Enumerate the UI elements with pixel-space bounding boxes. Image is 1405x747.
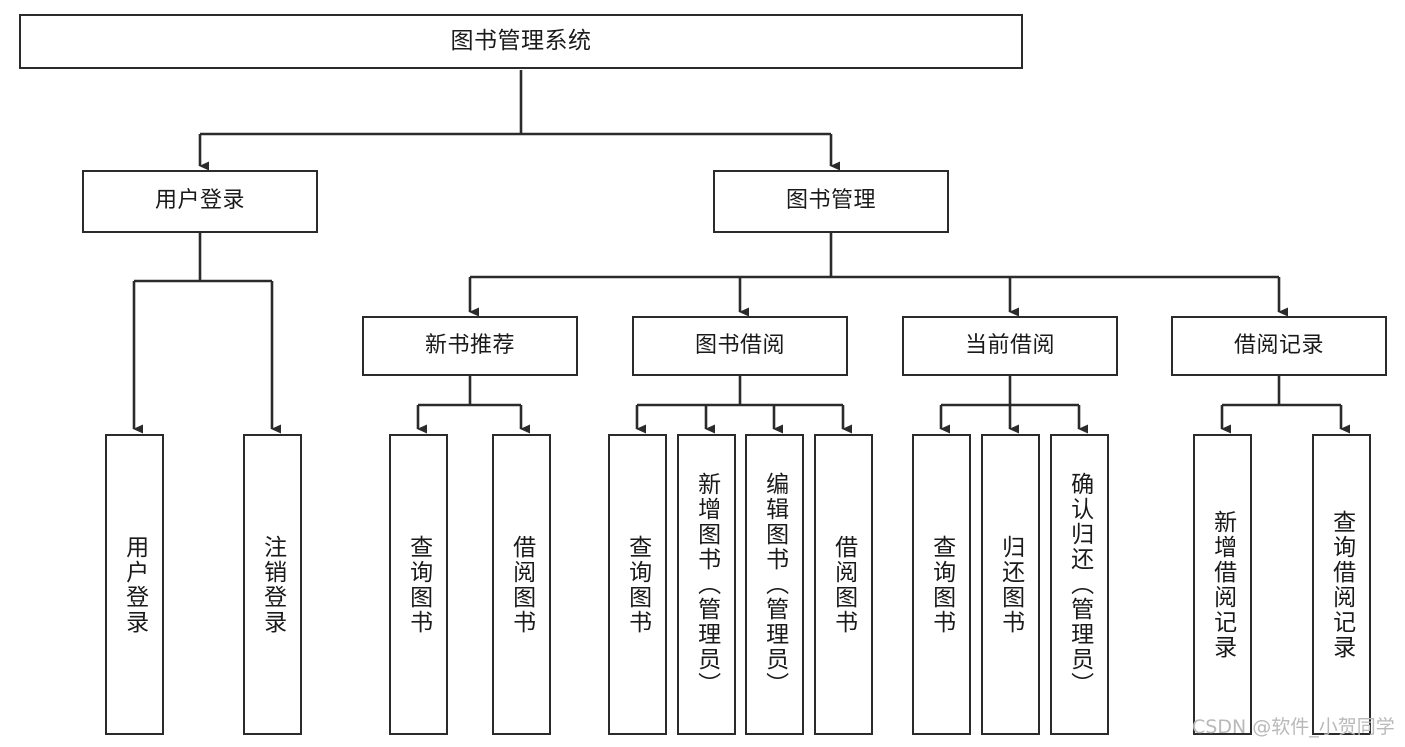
node-new-book-recommend-label: 新书推荐 (424, 332, 515, 358)
leaf-add-borrow-record[interactable]: 新增借阅记录 (1193, 434, 1252, 735)
leaf-return-book[interactable]: 归还图书 (981, 434, 1040, 735)
leaf-add-borrow-record-label: 新增借阅记录 (1209, 509, 1236, 660)
leaf-borrow-book-recommend[interactable]: 借阅图书 (492, 434, 551, 735)
leaf-logout[interactable]: 注销登录 (243, 434, 302, 735)
node-book-management-label: 图书管理 (785, 188, 876, 214)
node-borrow-records-label: 借阅记录 (1233, 332, 1324, 358)
node-new-book-recommend[interactable]: 新书推荐 (362, 316, 578, 376)
leaf-add-book-admin[interactable]: 新增图书（管理员） (677, 434, 736, 735)
node-root-label: 图书管理系统 (450, 27, 592, 54)
node-book-borrow-label: 图书借阅 (694, 332, 785, 358)
leaf-query-borrow-record-label: 查询借阅记录 (1328, 509, 1355, 660)
leaf-edit-book-admin-label: 编辑图书（管理员） (761, 472, 788, 697)
leaf-user-login[interactable]: 用户登录 (105, 434, 164, 735)
node-current-borrow[interactable]: 当前借阅 (902, 316, 1118, 376)
leaf-user-login-label: 用户登录 (121, 534, 148, 635)
leaf-query-book-current-label: 查询图书 (928, 534, 955, 635)
node-user-login-label: 用户登录 (154, 188, 245, 214)
node-borrow-records[interactable]: 借阅记录 (1171, 316, 1387, 376)
leaf-return-book-label: 归还图书 (997, 534, 1024, 635)
leaf-borrow-book[interactable]: 借阅图书 (814, 434, 873, 735)
leaf-query-book-current[interactable]: 查询图书 (912, 434, 971, 735)
leaf-query-book-borrow[interactable]: 查询图书 (608, 434, 667, 735)
leaf-query-book-borrow-label: 查询图书 (624, 534, 651, 635)
node-book-borrow[interactable]: 图书借阅 (632, 316, 848, 376)
leaf-borrow-book-recommend-label: 借阅图书 (508, 534, 535, 635)
leaf-confirm-return-admin[interactable]: 确认归还（管理员） (1050, 434, 1109, 735)
leaf-query-borrow-record[interactable]: 查询借阅记录 (1312, 434, 1371, 735)
leaf-borrow-book-label: 借阅图书 (830, 534, 857, 635)
leaf-logout-label: 注销登录 (259, 534, 286, 635)
node-book-management[interactable]: 图书管理 (713, 170, 949, 233)
leaf-query-book-recommend[interactable]: 查询图书 (389, 434, 448, 735)
node-root[interactable]: 图书管理系统 (19, 14, 1023, 69)
node-current-borrow-label: 当前借阅 (964, 332, 1055, 358)
leaf-add-book-admin-label: 新增图书（管理员） (693, 472, 720, 697)
leaf-query-book-recommend-label: 查询图书 (405, 534, 432, 635)
csdn-watermark: CSDN @软件_小贺同学 (1192, 716, 1395, 738)
node-user-login[interactable]: 用户登录 (82, 170, 318, 233)
leaf-confirm-return-admin-label: 确认归还（管理员） (1066, 472, 1093, 697)
leaf-edit-book-admin[interactable]: 编辑图书（管理员） (745, 434, 804, 735)
